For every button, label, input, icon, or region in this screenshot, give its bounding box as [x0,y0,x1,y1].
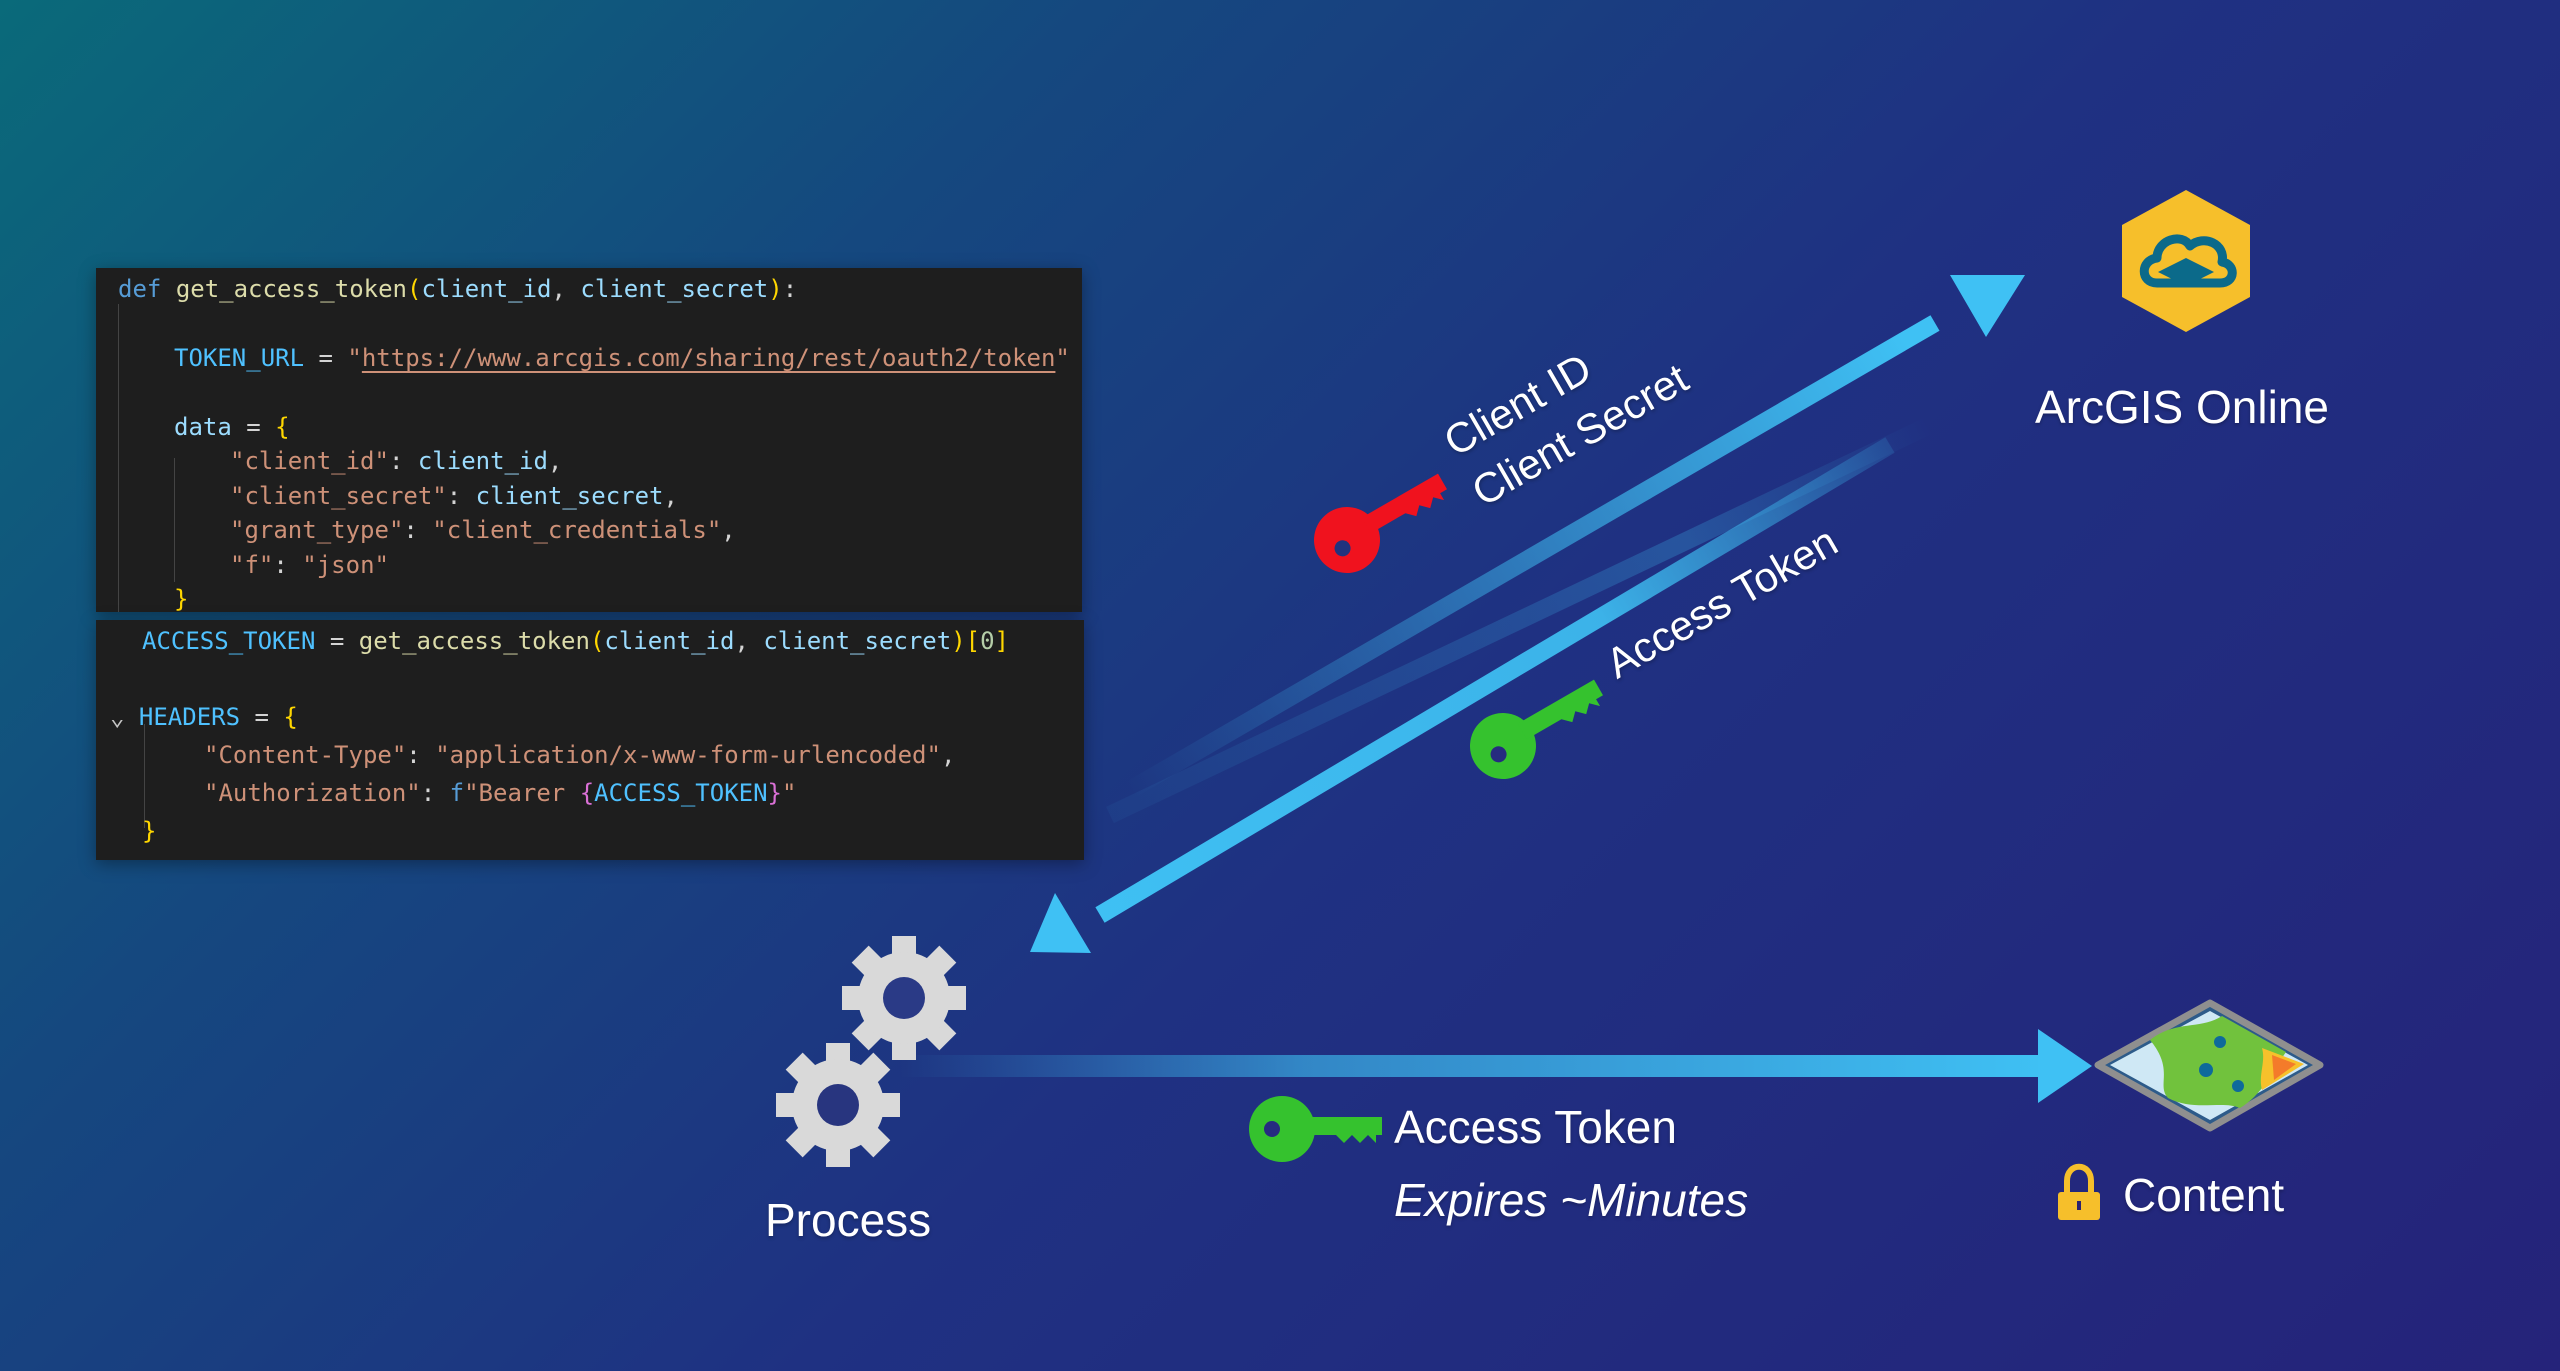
arcgis-online-logo [2122,190,2250,332]
code-panel-get-access-token: def get_access_token(client_id, client_s… [96,268,1082,613]
code-line: "Content-Type": "application/x-www-form-… [204,741,956,769]
glow-line [1106,416,1934,824]
code-line: "client_id": client_id, [230,447,563,475]
code-line: data = { [174,413,290,441]
code-line: "client_secret": client_secret, [230,482,678,510]
arcgis-online-label: ArcGIS Online [2035,381,2329,433]
access-token-return-arrow [1030,437,1895,953]
content-label: Content [2123,1169,2285,1221]
map-content-icon [2094,999,2324,1132]
green-key-icon [1470,679,1603,779]
expires-label: Expires ~Minutes [1394,1174,1749,1226]
code-line: ⌄ HEADERS = { [110,703,298,731]
lock-icon [2058,1163,2100,1220]
code-line: TOKEN_URL = "https://www.arcgis.com/shar… [174,344,1070,372]
process-label: Process [765,1194,932,1246]
code-line: } [142,817,157,845]
gears-icon [776,936,966,1167]
code-line: "grant_type": "client_credentials", [230,516,736,544]
red-key-icon [1314,473,1447,573]
code-panel-headers: ACCESS_TOKEN = get_access_token(client_i… [96,620,1084,860]
code-line: "f": "json" [230,551,389,579]
credentials-arrow [1125,275,2025,798]
code-line: def get_access_token(client_id, client_s… [118,275,798,303]
access-token-label: Access Token [1394,1101,1677,1153]
content-request-arrow [900,1029,2092,1103]
code-line: "Authorization": f"Bearer {ACCESS_TOKEN}… [204,779,797,807]
fold-chevron-icon[interactable]: ⌄ [110,703,125,731]
code-line: ACCESS_TOKEN = get_access_token(client_i… [142,627,1009,655]
green-key-horizontal-icon [1249,1096,1382,1162]
code-line: } [174,585,189,613]
